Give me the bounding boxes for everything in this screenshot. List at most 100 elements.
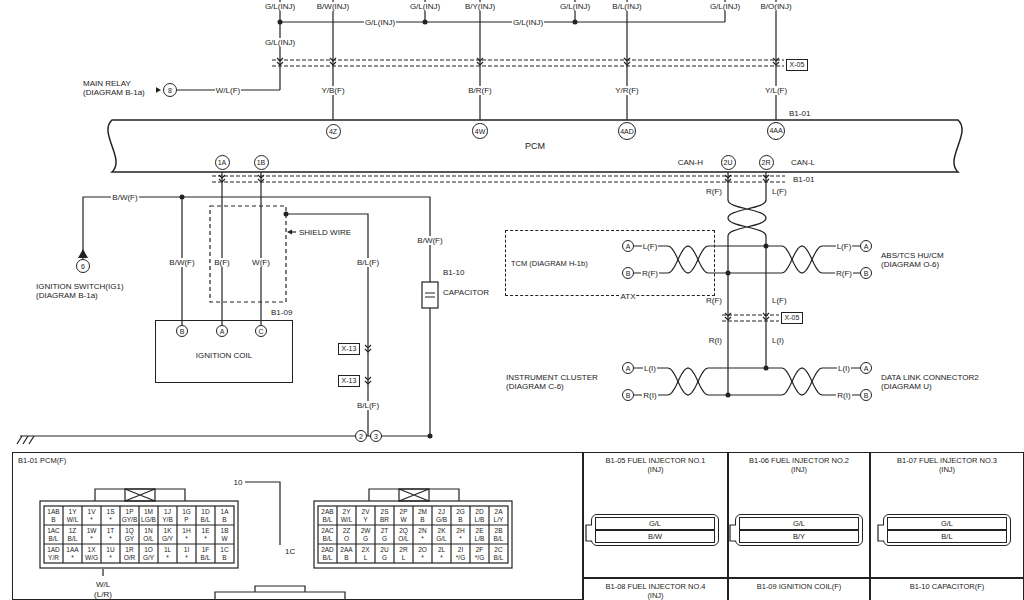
wire-label: 10 [233, 478, 244, 487]
wire-label: L(I) [643, 364, 657, 373]
pin-cell-label: 2B [495, 527, 503, 534]
pin-cell-label: L [364, 554, 368, 561]
pin-cell-label: 2G [456, 508, 465, 515]
wire-label: L(F) [642, 242, 659, 251]
connector-pin: 4W [472, 123, 488, 139]
pin-cell-label: O [344, 535, 349, 542]
pin-cell-label: * [459, 535, 462, 542]
node-text: B1-01 PCM(F) [18, 456, 577, 465]
pin-cell-label: 2X [362, 546, 370, 553]
pin-cell-label: * [109, 535, 112, 542]
wire-label: Y/L(F) [764, 86, 788, 95]
node-text: 1A [218, 159, 227, 166]
pin-cell-label: 2U [380, 546, 388, 553]
connector-pin: B [860, 267, 872, 279]
connector-tag: X-05 [786, 59, 809, 71]
pin-cell-label: W/L [67, 516, 79, 523]
connector-pin: B [622, 389, 634, 401]
connector-pin: 2U [721, 155, 736, 170]
wire-label: Y/R(F) [614, 86, 640, 95]
connector-lock-cross [399, 489, 429, 501]
pin-grid [318, 506, 508, 563]
connector-chevron [725, 313, 769, 320]
wire-label: R(F) [705, 187, 723, 196]
pin-cell-label: B/L [494, 535, 504, 542]
wire-label: B/L(F) [356, 401, 380, 410]
pin-cell-label: 1H [182, 527, 190, 534]
ground-symbol [17, 436, 34, 444]
wire-label: INSTRUMENT CLUSTER (DIAGRAM C-6) [505, 373, 611, 391]
wire-label: L(F) [836, 242, 853, 251]
pin-cell-label: B/L [201, 516, 211, 523]
connector-tab [585, 525, 592, 541]
node-text: X-13 [342, 377, 357, 385]
junction-dot [278, 20, 283, 25]
wire-label: B1-10 [442, 268, 465, 277]
pin-cell-label: 2I [458, 546, 463, 553]
node-text: A [220, 328, 225, 335]
wire-label: B(F) [213, 258, 231, 267]
connector-panel: B1-01 PCM(F) [12, 452, 583, 600]
pin-cell-label: B/L [323, 554, 333, 561]
connector-tag: X-13 [338, 343, 361, 355]
pin-cell-label: GY/B [122, 516, 138, 523]
node-text: C [258, 328, 263, 335]
wire-label: B/W(F) [168, 258, 195, 267]
pin-cell-label: 2M [418, 508, 427, 515]
connector-pin: B [860, 389, 872, 401]
node-text: 4W [475, 128, 486, 135]
wire-label: (L/R) [93, 590, 113, 599]
pin-cell-label: * [166, 554, 169, 561]
node-text: B1-06 FUEL INJECTOR NO.2 (INJ) [743, 456, 855, 474]
connector-pin: 6 [76, 259, 90, 273]
band-outline-path [108, 120, 962, 172]
wire-label: G/L(INJ) [264, 2, 296, 11]
connector-chevron [219, 175, 769, 182]
leader-line [103, 482, 280, 576]
wire-label: R(F) [641, 269, 659, 278]
connector-tab [729, 525, 736, 541]
connector-tab [877, 525, 884, 541]
wire [634, 368, 860, 395]
connector-shell [314, 501, 512, 568]
pin-cell-label: 1I [184, 546, 189, 553]
pin-cell-label: B [420, 516, 424, 523]
pin-cell-label: * [109, 516, 112, 523]
wire-label: ABS/TCS HU/CM (DIAGRAM O-6) [880, 251, 962, 269]
pin-cell-label: * [421, 554, 424, 561]
connector-pin: 2 [355, 430, 367, 442]
pin-cell-label: 1S [107, 508, 115, 515]
pin-cell-label: G [363, 535, 368, 542]
injector-wire [177, 0, 776, 123]
wire [83, 197, 182, 325]
connector-hump [369, 489, 459, 501]
module-box: TCM (DIAGRAM H-1b)AB [505, 230, 715, 296]
pin-cell-label: * [90, 516, 93, 523]
wire-label: MAIN RELAY (DIAGRAM B-1a) [82, 79, 156, 97]
pin-cell-label: B/L [201, 554, 211, 561]
wire-label: G/L(INJ) [364, 18, 396, 27]
connector-pin: 3 [370, 430, 382, 442]
wire-label: W/L [95, 580, 111, 589]
pin-cell-label: * [185, 535, 188, 542]
pin-cell-label: 1X [88, 546, 96, 553]
pin-cell-label: 2J [438, 508, 445, 515]
junction-dot [573, 20, 578, 25]
node-text: A [626, 243, 631, 250]
pin-cell-label: B/L [323, 535, 333, 542]
wire-label: G/L(INJ) [264, 38, 296, 47]
wire-label: R(I) [836, 391, 851, 400]
pin-cell-label: B [458, 516, 462, 523]
connector-pin: A [622, 240, 634, 252]
connector-tab-path [730, 525, 736, 541]
pin-cell-label: 1AB [47, 508, 59, 515]
pin-cell-label: 2K [438, 527, 446, 534]
wire-label: B1-01 [788, 109, 811, 118]
pin-cell-label: B/L [49, 535, 59, 542]
pin-cell-label: LG/B [141, 516, 156, 523]
pin-cell-label: * [71, 554, 74, 561]
connector-break [272, 60, 784, 66]
junction-dot [284, 212, 289, 217]
wire-label: G/L(INJ) [559, 2, 591, 11]
node-text: 1B [257, 159, 266, 166]
